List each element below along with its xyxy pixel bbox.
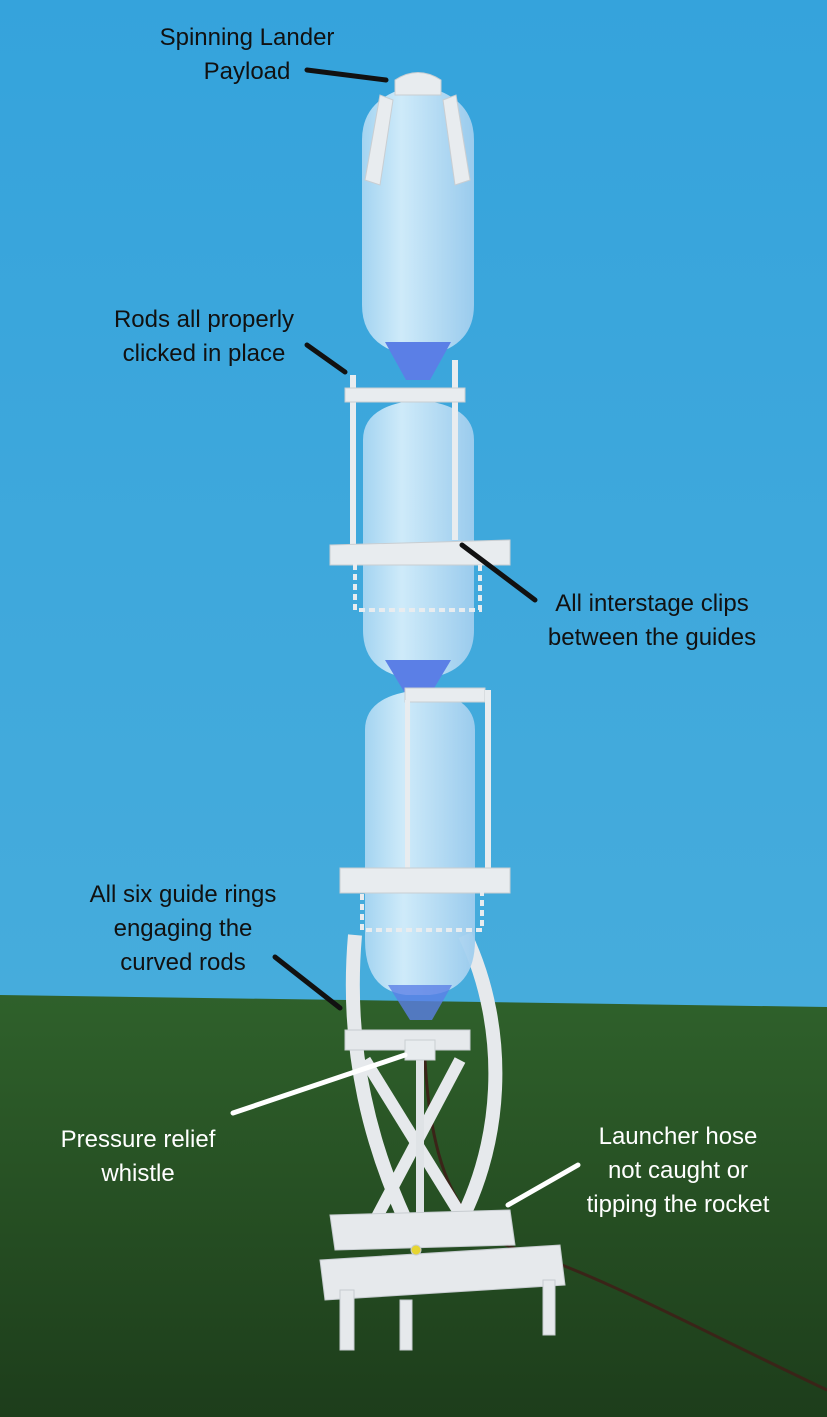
annotation-rods: Rods all properly clicked in place (114, 303, 294, 371)
pointer-whistle (230, 1052, 408, 1116)
annotation-line: whistle (101, 1160, 175, 1187)
pointer-rings (272, 954, 343, 1011)
annotation-line: between the guides (547, 624, 757, 651)
annotation-line: curved rods (120, 949, 246, 976)
pointer-lines (230, 67, 581, 1208)
pointer-clips (459, 542, 538, 603)
annotation-line: Pressure relief (60, 1126, 216, 1153)
annotation-payload: Spinning Lander Payload (160, 21, 335, 89)
annotation-line: Launcher hose (598, 1123, 758, 1150)
annotation-clips: All interstage clips between the guides (548, 587, 756, 655)
annotation-line: clicked in place (122, 340, 286, 367)
rocket-frames (329, 72, 511, 1061)
pointer-payload (304, 67, 389, 83)
annotation-line: Payload (203, 58, 291, 85)
annotation-rings: All six guide rings engaging the curved … (90, 878, 277, 980)
annotation-line: tipping the rocket (586, 1191, 770, 1218)
ground (0, 995, 827, 1417)
annotation-hose: Launcher hose not caught or tipping the … (587, 1120, 770, 1222)
annotation-line: not caught or (607, 1157, 749, 1184)
annotation-line: engaging the (113, 915, 253, 942)
annotation-line: All six guide rings (89, 881, 277, 908)
pointer-hose (505, 1162, 581, 1208)
annotation-whistle: Pressure relief whistle (61, 1123, 216, 1191)
annotation-line: All interstage clips (555, 590, 749, 617)
launch-stand (319, 932, 566, 1351)
annotation-line: Spinning Lander (159, 24, 335, 51)
rocket-bottles (362, 85, 475, 1020)
annotation-line: Rods all properly (113, 306, 295, 333)
pointer-rods (304, 342, 348, 375)
